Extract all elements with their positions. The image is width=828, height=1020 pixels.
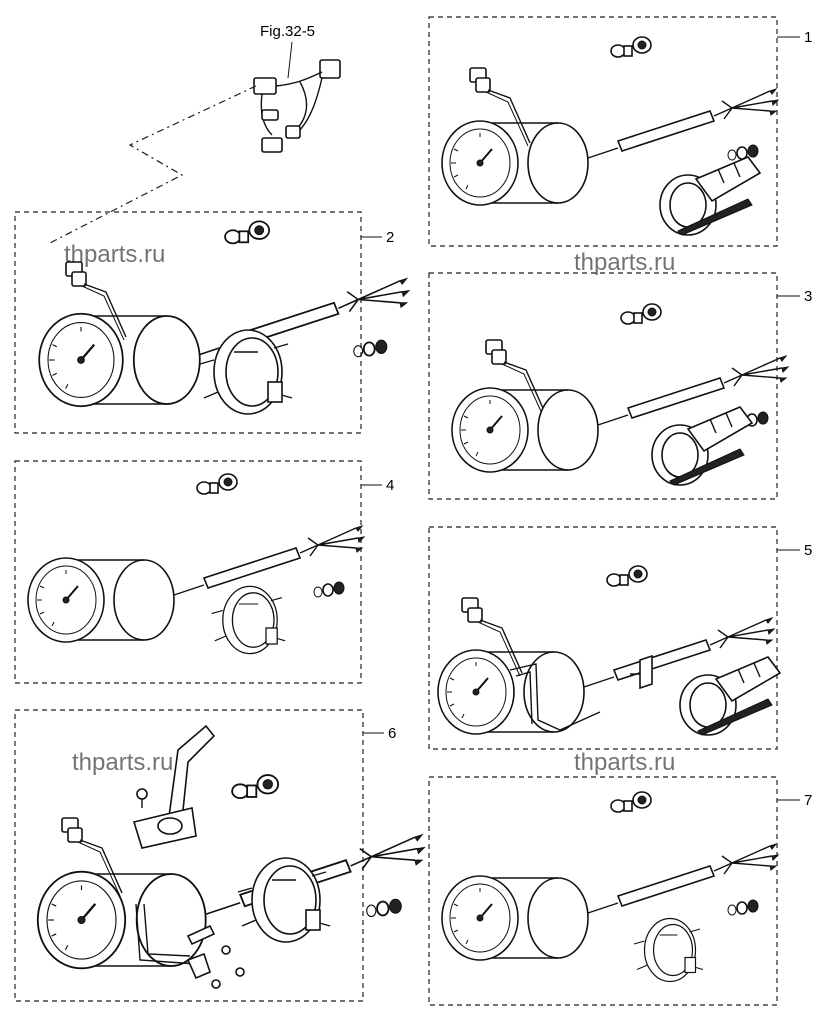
watermark-2[interactable]: thparts.ru <box>574 249 675 276</box>
group-box-1 <box>428 16 778 247</box>
gauge-kit-5 <box>437 565 781 736</box>
gauge-kit-1 <box>441 36 779 236</box>
callouts: 1 2 3 4 5 6 7 <box>361 29 812 809</box>
watermark-4[interactable]: thparts.ru <box>574 749 675 776</box>
gauge-kit-4 <box>27 473 365 655</box>
group-box-2 <box>14 211 362 434</box>
figure-reference-label[interactable]: Fig.32-5 <box>260 23 315 40</box>
wire-harness-reference: Fig.32-5 <box>49 23 341 244</box>
group-box-7 <box>428 776 778 1006</box>
group-box-3 <box>428 272 778 500</box>
watermarks: thparts.ru thparts.ru thparts.ru thparts… <box>64 241 675 776</box>
callout-6[interactable]: 6 <box>388 725 396 742</box>
callout-2[interactable]: 2 <box>386 229 394 246</box>
watermark-3[interactable]: thparts.ru <box>72 749 173 776</box>
callout-5[interactable]: 5 <box>804 542 812 559</box>
callout-7[interactable]: 7 <box>804 792 812 809</box>
callout-4[interactable]: 4 <box>386 477 394 494</box>
watermark-1[interactable]: thparts.ru <box>64 241 165 268</box>
callout-3[interactable]: 3 <box>804 288 812 305</box>
gauge-kit-7 <box>441 791 779 983</box>
gauge-kit-6 <box>36 724 426 989</box>
group-box-6 <box>14 709 364 1002</box>
group-box-5 <box>428 526 778 750</box>
gauge-kit-3 <box>451 303 789 486</box>
callout-1[interactable]: 1 <box>804 29 812 46</box>
group-box-4 <box>14 460 362 684</box>
